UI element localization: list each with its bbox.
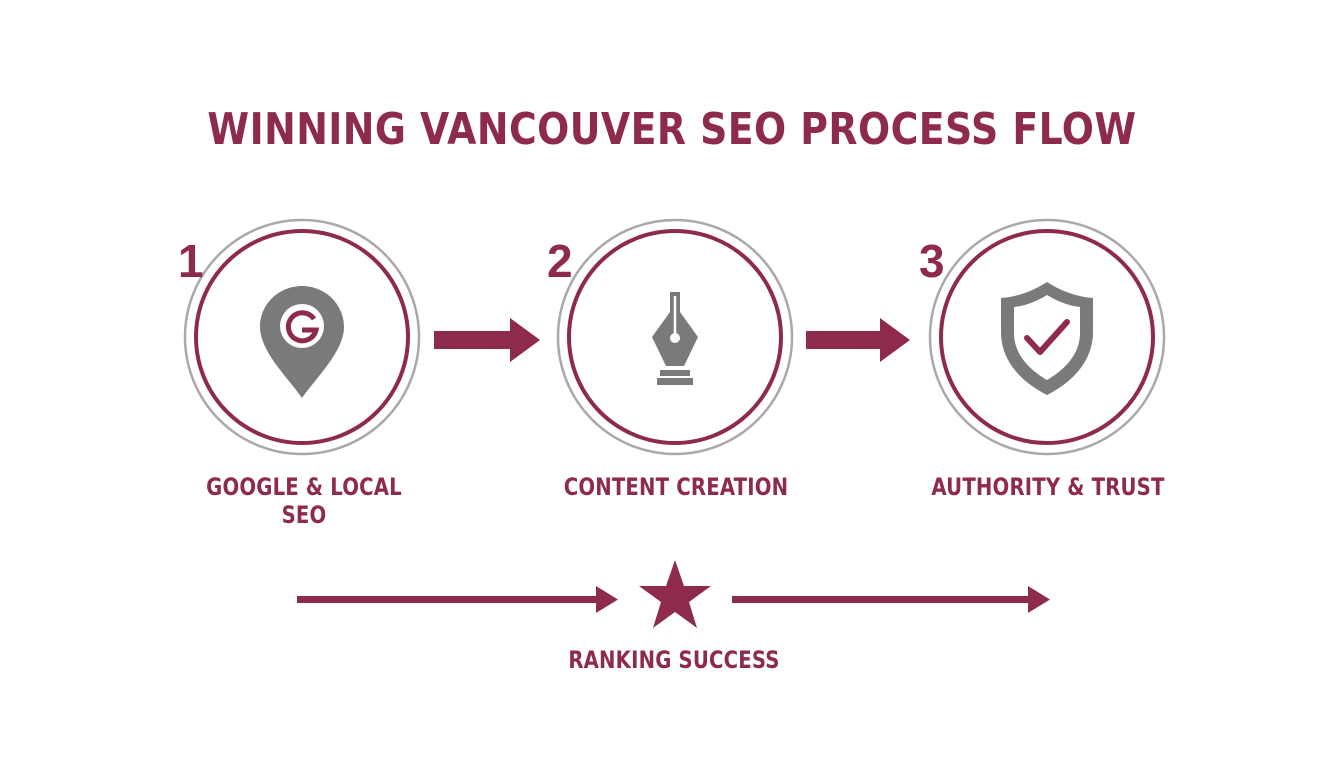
flow-arrow-2-3	[806, 318, 910, 362]
step-1-label: GOOGLE & LOCAL SEO	[206, 473, 402, 529]
outcome-arrow-right	[732, 586, 1050, 613]
step-2-label: CONTENT CREATION	[563, 473, 789, 501]
page-title: WINNING VANCOUVER SEO PROCESS FLOW	[207, 104, 1137, 155]
outcome-arrow-left	[297, 586, 618, 613]
shield-check-icon	[1001, 282, 1093, 395]
step-1-circle	[183, 218, 421, 456]
pen-nib-icon	[652, 292, 698, 385]
step-2-number: 2	[547, 235, 573, 287]
step-3-number: 3	[919, 235, 945, 287]
step-3-circle	[928, 218, 1166, 456]
google-location-pin-icon	[260, 286, 344, 398]
step-3-label: AUTHORITY & TRUST	[931, 473, 1165, 501]
flow-arrow-1-2	[434, 318, 540, 362]
star-icon	[639, 560, 711, 628]
step-2-circle	[556, 218, 794, 456]
outcome-label: RANKING SUCCESS	[568, 646, 780, 674]
step-1-number: 1	[178, 235, 204, 287]
